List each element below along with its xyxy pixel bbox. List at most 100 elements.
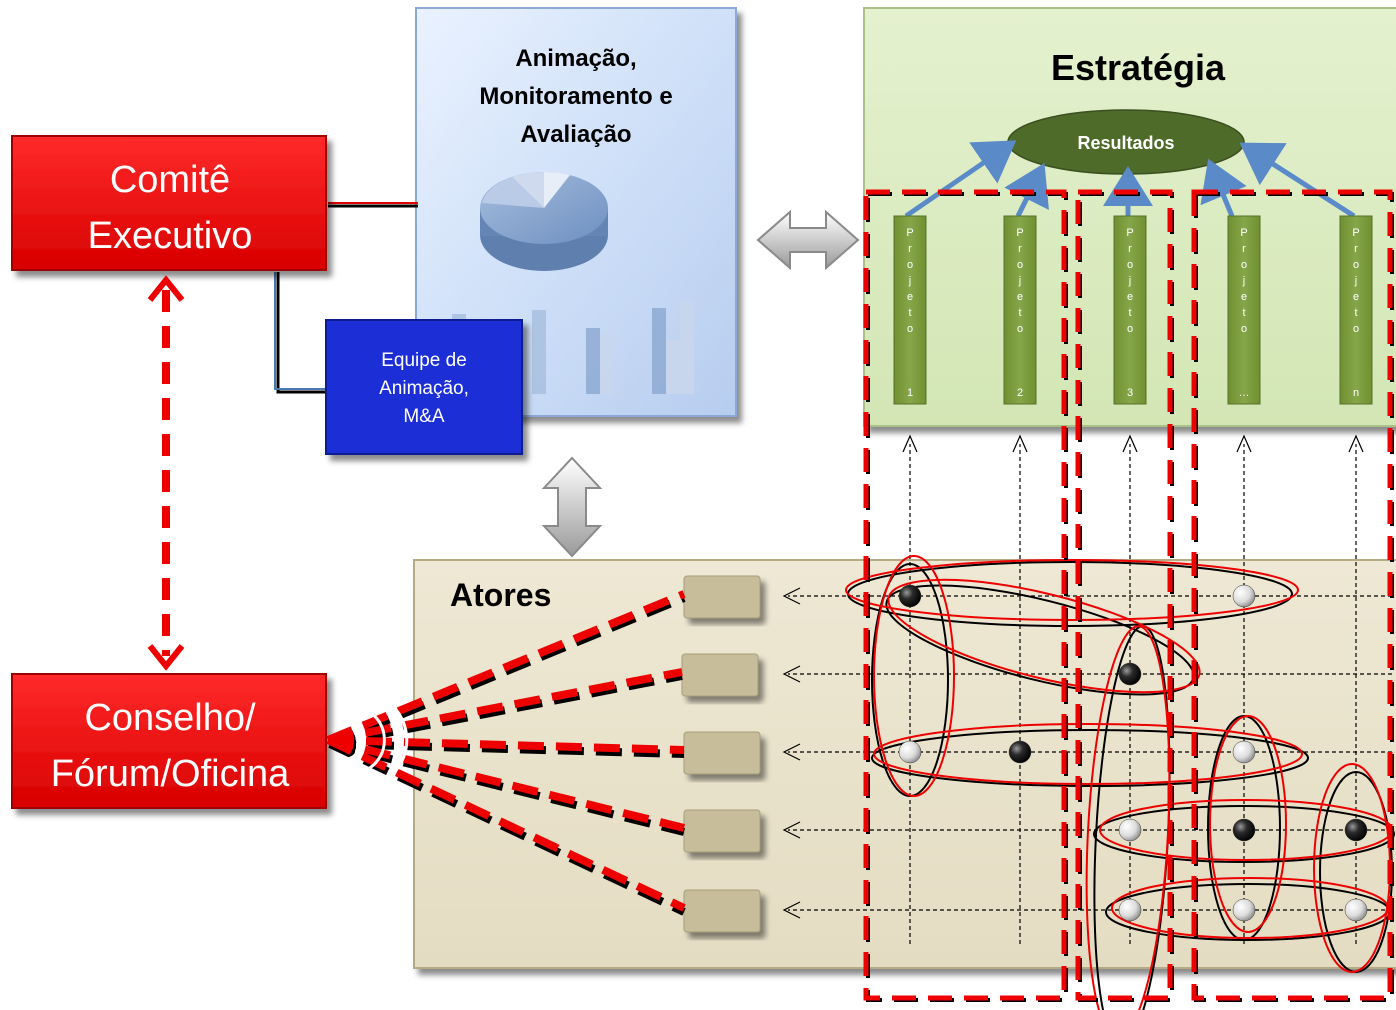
project-letter: j (1242, 275, 1245, 287)
pie-chart-icon (480, 171, 608, 271)
project-bar-4 (1227, 215, 1261, 405)
project-letter: P (906, 227, 913, 239)
project-letter: t (1018, 307, 1021, 319)
equipe-line3: M&A (403, 406, 445, 427)
light-ball (898, 740, 922, 764)
actor-box-1 (683, 575, 761, 619)
up-arrowhead-icon (902, 434, 918, 453)
light-ball (1118, 818, 1142, 842)
project-letter: o (1127, 259, 1133, 271)
project-letter: o (1353, 259, 1359, 271)
comite-box (11, 135, 327, 271)
project-letter: e (1241, 291, 1247, 303)
project-letter: o (1241, 259, 1247, 271)
project-letter: e (1353, 291, 1359, 303)
dark-ball (1344, 818, 1368, 842)
fan-arc (341, 718, 364, 762)
project-letter: j (1354, 275, 1357, 287)
up-arrowhead-icon (1348, 434, 1364, 453)
animacao-title-line2: Monitoramento e (479, 83, 672, 110)
comite-line1: Comitê (110, 159, 230, 201)
project-letter: P (1352, 227, 1359, 239)
fan-arc (350, 704, 386, 776)
fan-line (326, 590, 686, 744)
comite-equipe-connector-blue (274, 272, 330, 390)
project-bar-5 (1339, 215, 1373, 405)
up-arrowhead-icon (1122, 434, 1138, 453)
fan-line-shadow (329, 672, 683, 748)
equipe-box (325, 319, 523, 455)
left-arrowhead-icon (782, 901, 801, 919)
comite-equipe-connector (276, 272, 330, 394)
project-letter: t (1242, 307, 1245, 319)
comite-line2: Executivo (88, 215, 253, 257)
project-letter: P (1016, 227, 1023, 239)
project-letter: o (1017, 323, 1023, 335)
dark-ball (1232, 818, 1256, 842)
project-letter: o (907, 259, 913, 271)
light-ball (1118, 898, 1142, 922)
left-arrowhead-icon (782, 665, 801, 683)
project-id: n (1353, 387, 1359, 399)
animacao-title-line1: Animação, (515, 45, 636, 72)
actor-box-3 (683, 731, 761, 775)
atores-title: Atores (450, 577, 551, 613)
project-letter: r (1018, 243, 1022, 255)
project-letter: o (907, 323, 913, 335)
project-letter: j (1128, 275, 1131, 287)
light-ball (1232, 584, 1256, 608)
project-id: … (1239, 387, 1250, 399)
fan-line (327, 736, 685, 832)
project-letter: o (1127, 323, 1133, 335)
project-id: 3 (1127, 387, 1133, 399)
light-ball (1232, 740, 1256, 764)
left-arrowhead-icon (782, 821, 801, 839)
left-arrowhead-icon (782, 743, 801, 761)
up-arrowhead-icon (1236, 434, 1252, 453)
project-column-frames (863, 189, 1394, 1002)
project-letter: o (1017, 259, 1023, 271)
project-letter: r (1128, 243, 1132, 255)
conselho-line2: Fórum/Oficina (51, 753, 290, 795)
actors-group (681, 575, 761, 933)
project-letter: j (1018, 275, 1021, 287)
equipe-line1: Equipe de (381, 350, 467, 371)
animacao-title-line3: Avaliação (520, 121, 631, 148)
dark-ball (1008, 740, 1032, 764)
project-bar-2 (1003, 215, 1037, 405)
light-ball (1232, 898, 1256, 922)
fan-line (327, 736, 685, 754)
project-letter: t (908, 307, 911, 319)
project-letter: t (1128, 307, 1131, 319)
dark-ball (1118, 662, 1142, 686)
project-letter: P (1240, 227, 1247, 239)
left-arrowhead-icon (782, 587, 801, 605)
project-letter: o (1353, 323, 1359, 335)
project-letter: r (908, 243, 912, 255)
resultados-label: Resultados (1077, 133, 1174, 153)
project-bar-1 (893, 215, 927, 405)
conselho-box (11, 673, 327, 809)
project-letter: r (1242, 243, 1246, 255)
equipe-line2: Animação, (379, 378, 469, 399)
comite-conselho-dashed-arrow (147, 275, 185, 671)
project-letter: e (907, 291, 913, 303)
dark-ball (898, 584, 922, 608)
up-arrowhead-icon (1012, 434, 1028, 453)
estrategia-title: Estratégia (1051, 47, 1226, 88)
project-letter: e (1127, 291, 1133, 303)
conselho-line1: Conselho/ (84, 697, 256, 739)
project-letter: t (1354, 307, 1357, 319)
project-id: 2 (1017, 387, 1023, 399)
project-bar-3 (1113, 215, 1147, 405)
actor-box-5 (683, 889, 761, 933)
fan-line (327, 668, 683, 744)
fan-arc (358, 690, 409, 790)
project-letter: r (1354, 243, 1358, 255)
project-letter: o (1241, 323, 1247, 335)
actor-project-balls (898, 584, 1368, 922)
project-letter: e (1017, 291, 1023, 303)
conselho-actor-fan (326, 590, 686, 916)
